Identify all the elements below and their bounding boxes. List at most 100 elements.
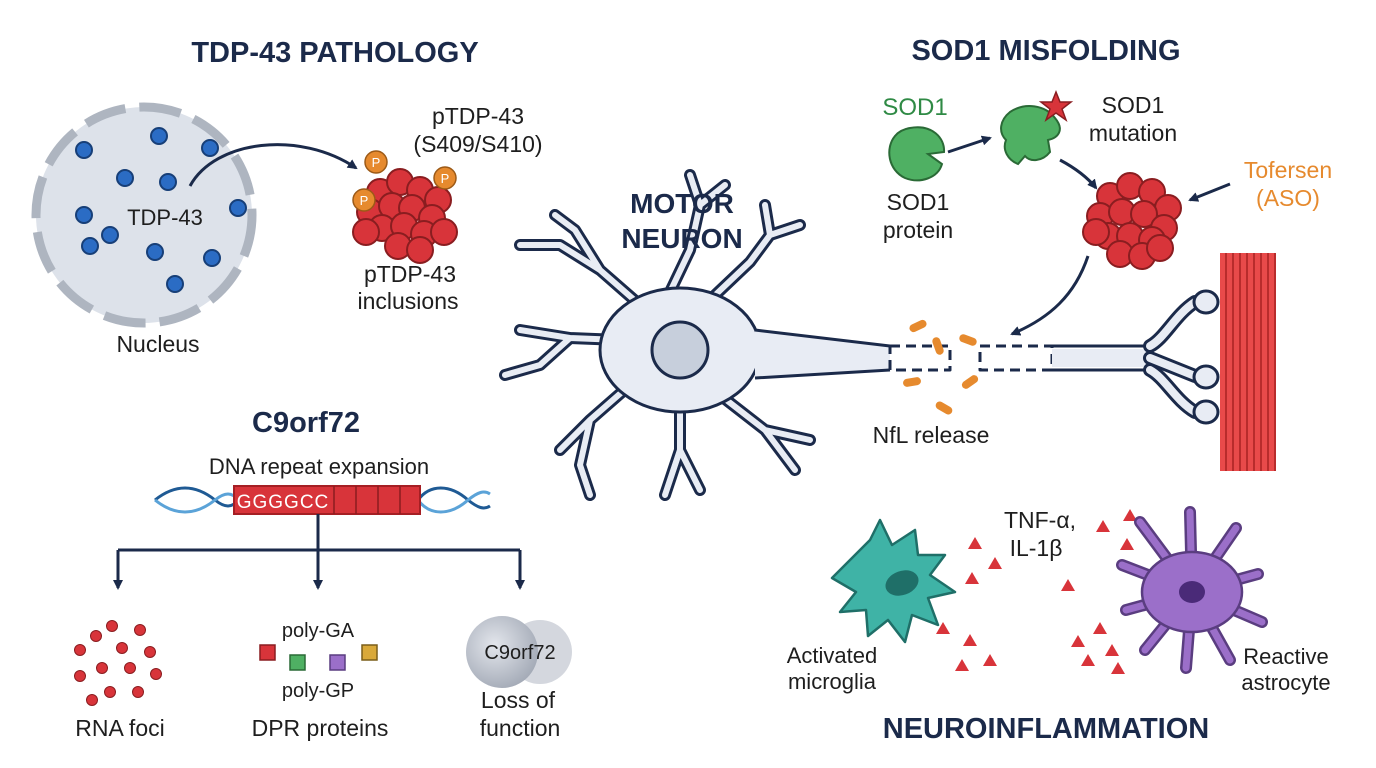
nfl-release-label: NfL release: [873, 422, 990, 448]
cytokine-triangle: [1120, 538, 1134, 550]
inclusions-label-line1: pTDP-43: [364, 261, 456, 287]
rna-focus-dot: [134, 624, 146, 636]
rna-focus-dot: [74, 644, 86, 656]
sod1-protein-line1: SOD1: [887, 189, 950, 215]
c9orf72-protein-icon: [466, 616, 572, 688]
rna-focus-dot: [144, 646, 156, 658]
cytokine-triangle: [1081, 654, 1095, 666]
tdp43-protein-label: TDP-43: [127, 205, 203, 230]
astrocyte-label-line1: Reactive: [1243, 644, 1329, 669]
dna-helix-icon: [154, 485, 491, 515]
nfl-fragment: [959, 334, 977, 346]
astrocyte-label-line2: astrocyte: [1241, 670, 1330, 695]
tofersen-arrow: [1188, 182, 1231, 202]
c9orf72-branch-arrows: [113, 514, 525, 590]
tdp43-dot: [201, 139, 219, 157]
neuroinflammation-title: NEUROINFLAMMATION: [883, 713, 1209, 745]
cytokine-triangle: [1123, 509, 1137, 521]
cytokine-triangle: [1105, 644, 1119, 656]
sod1-aggregate-blob: [1130, 200, 1158, 228]
tdp43-dot: [116, 169, 134, 187]
cytokine-triangle: [963, 634, 977, 646]
sod1-aggregate-blob: [1146, 234, 1174, 262]
ptdp43-blob: [430, 218, 458, 246]
ptdp43-blob: [352, 218, 380, 246]
rna-foci-dots: [74, 620, 162, 706]
poly-gp-label: poly-GP: [282, 680, 354, 702]
sod1-title: SOD1 MISFOLDING: [911, 35, 1180, 67]
phospho-label: P: [441, 171, 450, 186]
tdp43-dot: [81, 237, 99, 255]
loss-of-function-line2: function: [480, 715, 561, 741]
poly-ga-label: poly-GA: [282, 620, 355, 642]
neuron-icon: [499, 169, 1220, 501]
cytokine-triangle: [1093, 622, 1107, 634]
cytokine-triangle: [1071, 635, 1085, 647]
phospho-icon: P: [352, 188, 376, 212]
rna-focus-dot: [124, 662, 136, 674]
dpr-squares: [259, 644, 378, 671]
nfl-fragment: [909, 319, 927, 333]
microglia-label-line2: microglia: [788, 669, 877, 694]
ptdp43-label-line1: pTDP-43: [432, 103, 524, 129]
phospho-icon: P: [433, 166, 457, 190]
ptdp43-blob: [406, 236, 434, 264]
phospho-circle: [364, 150, 388, 174]
phospho-label: P: [372, 155, 381, 170]
tdp43-dot: [229, 199, 247, 217]
cytokine-triangles: [936, 509, 1137, 674]
tdp43-export-arrow: [188, 143, 358, 187]
cytokine-triangle: [936, 622, 950, 634]
phospho-icon: P: [364, 150, 388, 174]
neuron-title-line1: MOTOR: [630, 188, 734, 219]
ptdp43-aggregate: P P P: [352, 150, 458, 264]
microglia-label-line1: Activated: [787, 643, 878, 668]
nfl-fragments: [903, 319, 979, 415]
sod1-mutation-line1: SOD1: [1102, 92, 1165, 118]
c9orf72-protein-label: C9orf72: [484, 642, 555, 664]
cytokine-triangle: [983, 654, 997, 666]
tofersen-line1: Tofersen: [1244, 157, 1332, 183]
astrocyte-icon: [1116, 506, 1268, 674]
cytokine-line1: TNF-α,: [1004, 507, 1076, 533]
tdp43-dot: [159, 173, 177, 191]
nucleus-icon: [31, 102, 257, 328]
cytokine-triangle: [968, 537, 982, 549]
phospho-circle: [352, 188, 376, 212]
microglia-icon: [830, 518, 957, 644]
c9orf72-subtitle: DNA repeat expansion: [209, 454, 429, 479]
sod1-mutation-line2: mutation: [1089, 120, 1177, 146]
tdp43-dot: [75, 141, 93, 159]
rna-focus-dot: [96, 662, 108, 674]
rna-focus-dot: [132, 686, 144, 698]
sod1-aggregation-arrow: [1059, 158, 1098, 190]
rna-focus-dot: [74, 670, 86, 682]
phospho-label: P: [360, 193, 369, 208]
cytokine-triangle: [965, 572, 979, 584]
sod1-green-label: SOD1: [882, 94, 947, 121]
star-icon: [1038, 89, 1074, 122]
cytokine-triangle: [1111, 662, 1125, 674]
sod1-aggregate-blob: [1082, 218, 1110, 246]
cytokine-triangle: [1061, 579, 1075, 591]
loss-of-function-line1: Loss of: [481, 687, 556, 713]
tdp43-title: TDP-43 PATHOLOGY: [191, 37, 478, 69]
cytokine-triangle: [1096, 520, 1110, 532]
dpr-proteins-label: DPR proteins: [252, 715, 389, 741]
rna-focus-dot: [90, 630, 102, 642]
nfl-fragment: [961, 375, 979, 389]
tofersen-line2: (ASO): [1256, 185, 1320, 211]
repeat-sequence: GGGGCC: [237, 492, 330, 513]
tdp43-dot: [101, 226, 119, 244]
tdp43-dot: [203, 249, 221, 267]
aggregate-to-axon-arrow: [1010, 255, 1090, 336]
tdp43-dot: [75, 206, 93, 224]
rna-focus-dot: [86, 694, 98, 706]
sod1-protein-shape: [888, 126, 946, 182]
nucleus-label: Nucleus: [116, 331, 199, 357]
rna-focus-dot: [104, 686, 116, 698]
tdp43-dot: [150, 127, 168, 145]
nfl-fragment: [932, 337, 944, 355]
nfl-fragment: [903, 377, 921, 387]
